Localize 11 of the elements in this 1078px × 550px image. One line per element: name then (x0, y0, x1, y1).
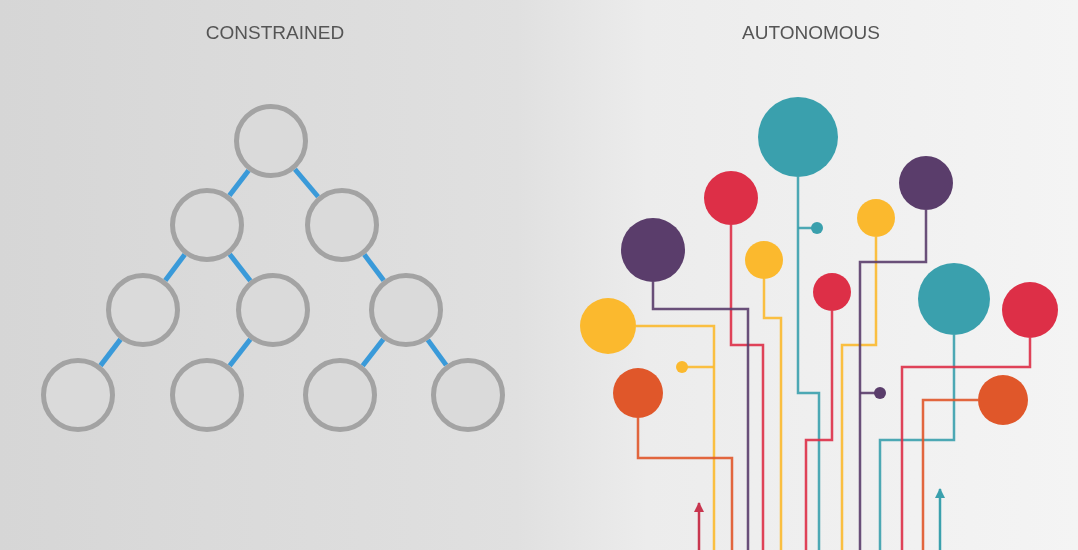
connector-line (360, 337, 386, 368)
section-heading: AUTONOMOUS (742, 22, 880, 44)
connector-line (227, 337, 253, 368)
connector-line (362, 253, 386, 282)
section-heading: CONSTRAINED (205, 22, 345, 44)
connector-line (98, 337, 123, 368)
connector-line (227, 168, 251, 198)
connector-line (292, 167, 321, 199)
connector-line (425, 338, 449, 367)
connector-line (163, 253, 187, 282)
connector-line (227, 252, 253, 283)
